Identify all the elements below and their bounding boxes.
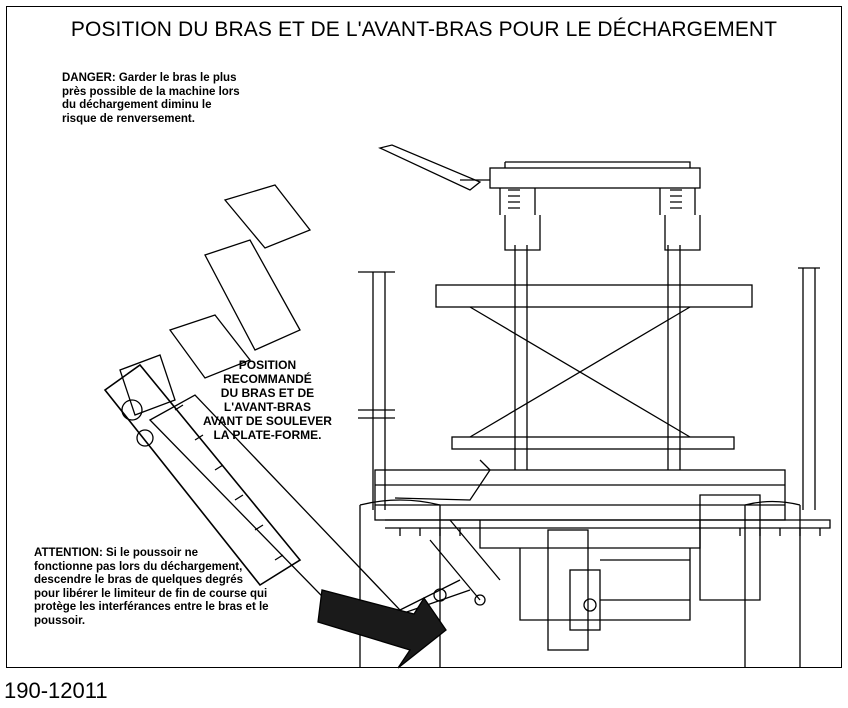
top-chute — [378, 144, 490, 191]
recommended-line: POSITION — [238, 358, 297, 372]
danger-line: du déchargement diminu le — [62, 99, 212, 111]
attention-line: ATTENTION: Si le poussoir ne — [34, 547, 198, 559]
right-wheel — [744, 500, 801, 668]
attention-line: fonctionne pas lors du déchargement, — [34, 560, 243, 573]
recommended-line: AVANT DE SOULEVER — [203, 414, 332, 428]
chassis — [374, 469, 831, 651]
attention-line: descendre le bras de quelques degrés — [34, 574, 243, 586]
recommended-line: DU BRAS ET DE — [220, 386, 315, 400]
drawing-frame — [6, 6, 842, 668]
attention-note: ATTENTION: Si le poussoir ne fonctionne … — [34, 547, 269, 628]
upper-arm — [119, 184, 312, 447]
recommended-position-note: POSITION RECOMMANDÉ DU BRAS ET DE L'AVAN… — [203, 358, 332, 442]
recommended-line: RECOMMANDÉ — [223, 372, 312, 386]
direction-arrow-icon — [317, 589, 447, 669]
attention-line: pour libérer le limiteur de fin de cours… — [34, 587, 268, 600]
recommended-line: LA PLATE-FORME. — [213, 428, 322, 442]
drawing-title: POSITION DU BRAS ET DE L'AVANT-BRAS POUR… — [70, 18, 778, 41]
attention-line: protège les interférances entre le bras … — [34, 601, 269, 613]
danger-line: DANGER: Garder le bras le plus — [62, 72, 237, 84]
scissor-platform — [435, 245, 753, 470]
arm-linkage — [394, 459, 501, 606]
danger-line: près possible de la machine lors — [62, 85, 240, 98]
recommended-line: L'AVANT-BRAS — [223, 400, 311, 414]
danger-note: DANGER: Garder le bras le plus près poss… — [62, 72, 240, 126]
part-number: 190-12011 — [4, 678, 108, 703]
danger-line: risque de renversement. — [62, 112, 195, 125]
attention-line: poussoir. — [34, 614, 86, 627]
top-frame — [489, 161, 701, 251]
guide-rails — [358, 267, 820, 510]
